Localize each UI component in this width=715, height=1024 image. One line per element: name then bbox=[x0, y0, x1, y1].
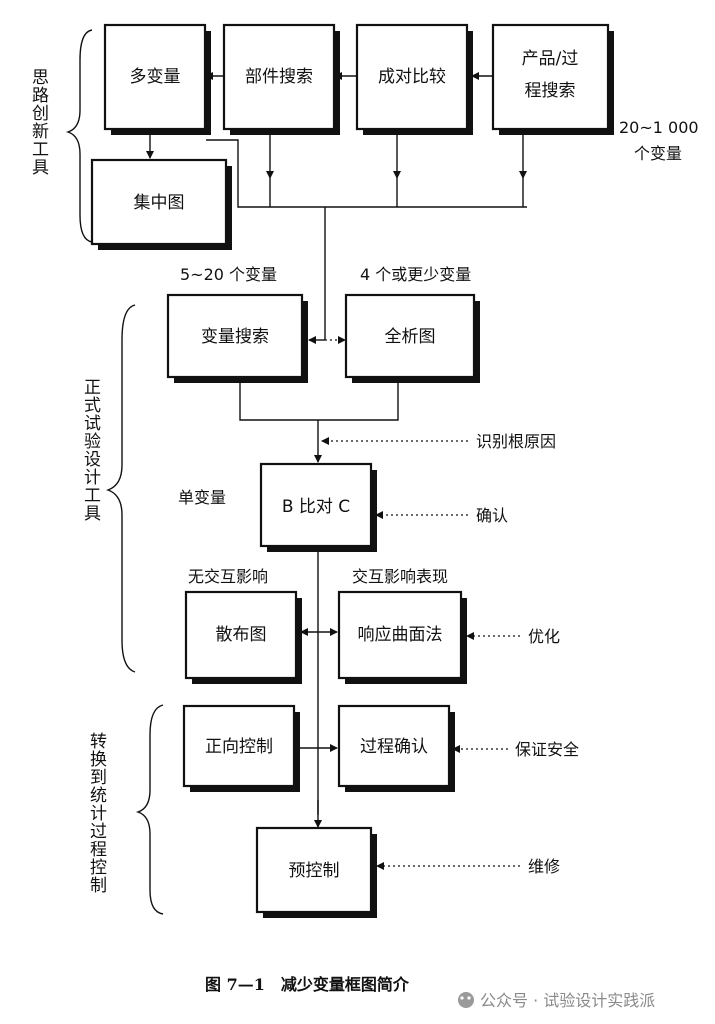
response-surface-box[interactable] bbox=[337, 590, 463, 680]
multi-vari-label: 多变量 bbox=[130, 67, 181, 87]
positrol-label: 正向控制 bbox=[205, 737, 273, 757]
variables-search-box[interactable] bbox=[166, 293, 304, 379]
response-surface-label: 响应曲面法 bbox=[358, 625, 443, 645]
product-process-label-line1: 产品/过 bbox=[522, 49, 579, 69]
components-search-label: 部件搜索 bbox=[245, 67, 313, 87]
section-label-transition: 转换到统计过程控制 bbox=[86, 732, 107, 894]
section-label-ideation: 思路创新工具 bbox=[28, 68, 49, 176]
ideation-brace bbox=[65, 29, 93, 243]
full-factorial-box[interactable] bbox=[344, 293, 476, 379]
process-certification-box[interactable] bbox=[337, 704, 451, 788]
transition-brace bbox=[135, 704, 164, 915]
section-label-formal: 正式试验设计工具 bbox=[80, 378, 101, 522]
paired-comparison-label: 成对比较 bbox=[378, 67, 446, 87]
b-vs-c-box[interactable] bbox=[259, 462, 373, 548]
components-search-box[interactable] bbox=[222, 23, 336, 131]
connector-row1 bbox=[206, 139, 527, 208]
positrol-box[interactable] bbox=[182, 704, 296, 788]
variables-search-label: 变量搜索 bbox=[201, 327, 269, 347]
connector-formal-merge bbox=[239, 383, 399, 421]
watermark-text: 公众号 · 试验设计实践派 bbox=[480, 991, 655, 1010]
b-vs-c-label: B 比对 C bbox=[282, 497, 350, 517]
scatter-plot-label: 散布图 bbox=[216, 625, 267, 645]
precontrol-label: 预控制 bbox=[289, 861, 340, 881]
formal-brace bbox=[105, 304, 136, 673]
annot-variables-20-1000-line2: 个变量 bbox=[634, 144, 682, 163]
figure-caption: 图 7—1 减少变量框图简介 bbox=[205, 975, 410, 994]
watermark: 公众号 · 试验设计实践派 bbox=[458, 991, 655, 1010]
paired-comparison-box[interactable] bbox=[355, 23, 469, 131]
annot-ensure-safety: 保证安全 bbox=[515, 740, 579, 759]
product-process-label-line2: 程搜索 bbox=[525, 81, 576, 101]
annot-no-interaction: 无交互影响 bbox=[188, 567, 268, 586]
annot-variables-4-or-fewer: 4 个或更少变量 bbox=[360, 265, 471, 284]
annot-identify-root-cause: 识别根原因 bbox=[476, 432, 556, 451]
scatter-plot-box[interactable] bbox=[184, 590, 298, 680]
concentration-chart-box[interactable] bbox=[90, 158, 228, 246]
annot-confirm: 确认 bbox=[476, 506, 508, 525]
annot-variables-5-20: 5~20 个变量 bbox=[180, 265, 277, 284]
product-process-search-box[interactable] bbox=[491, 23, 610, 131]
annot-single-variable: 单变量 bbox=[178, 488, 226, 507]
full-factorial-label: 全析图 bbox=[385, 327, 436, 347]
concentration-chart-label: 集中图 bbox=[134, 193, 185, 213]
multi-vari-box[interactable] bbox=[103, 23, 207, 131]
annot-maintain: 维修 bbox=[528, 857, 560, 876]
wechat-icon bbox=[458, 992, 474, 1008]
annot-variables-20-1000-line1: 20~1 000 bbox=[619, 118, 699, 137]
precontrol-box[interactable] bbox=[255, 826, 373, 914]
process-certification-label: 过程确认 bbox=[360, 737, 428, 757]
annot-interaction-present: 交互影响表现 bbox=[352, 567, 448, 586]
annot-optimize: 优化 bbox=[528, 627, 560, 646]
